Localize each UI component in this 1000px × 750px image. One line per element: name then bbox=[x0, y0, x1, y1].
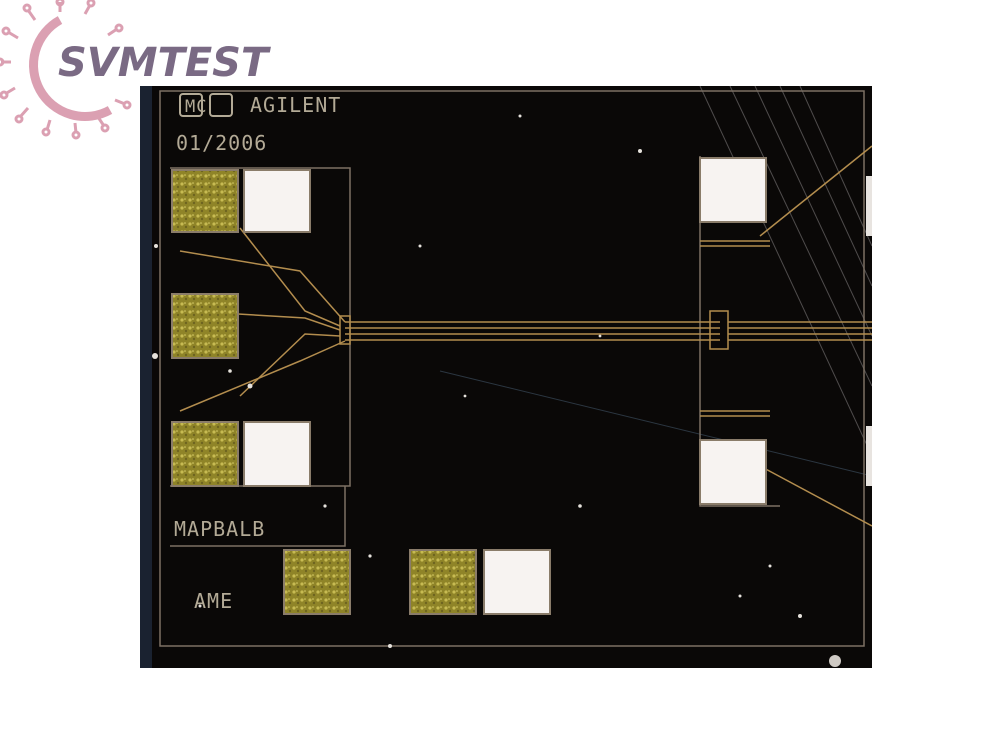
edge-pad bbox=[866, 426, 872, 486]
chip-label-sub: AME bbox=[194, 589, 233, 613]
maker-mark: MC bbox=[179, 93, 233, 117]
white-pad bbox=[243, 421, 311, 487]
pads-right bbox=[699, 157, 872, 505]
gold-pad bbox=[171, 169, 239, 233]
chip-photo: MC AGILENT 01/2006 MAPBALB AME bbox=[140, 86, 872, 668]
svmtest-logo: SVMTEST bbox=[0, 0, 271, 140]
maker-mark-text: MC bbox=[185, 97, 207, 117]
dust-specks bbox=[152, 114, 841, 667]
pads-bottom bbox=[283, 549, 551, 615]
date-code: 01/2006 bbox=[176, 131, 267, 155]
white-pad bbox=[699, 157, 767, 223]
traces bbox=[179, 145, 872, 527]
logo-ring-icon bbox=[0, 0, 132, 140]
gold-pad bbox=[171, 293, 239, 359]
white-pad bbox=[243, 169, 311, 233]
edge-pad bbox=[866, 176, 872, 236]
chip-label-main: MAPBALB bbox=[174, 517, 265, 541]
vendor-label: AGILENT bbox=[250, 93, 341, 117]
gold-pad bbox=[409, 549, 477, 615]
gold-pad bbox=[171, 421, 239, 487]
logo-text: SVMTEST bbox=[58, 40, 271, 86]
scratch-lines bbox=[439, 86, 872, 477]
white-pad bbox=[699, 439, 767, 505]
white-pad bbox=[483, 549, 551, 615]
pads-left bbox=[171, 169, 311, 487]
left-edge bbox=[140, 86, 152, 668]
gold-pad bbox=[283, 549, 351, 615]
